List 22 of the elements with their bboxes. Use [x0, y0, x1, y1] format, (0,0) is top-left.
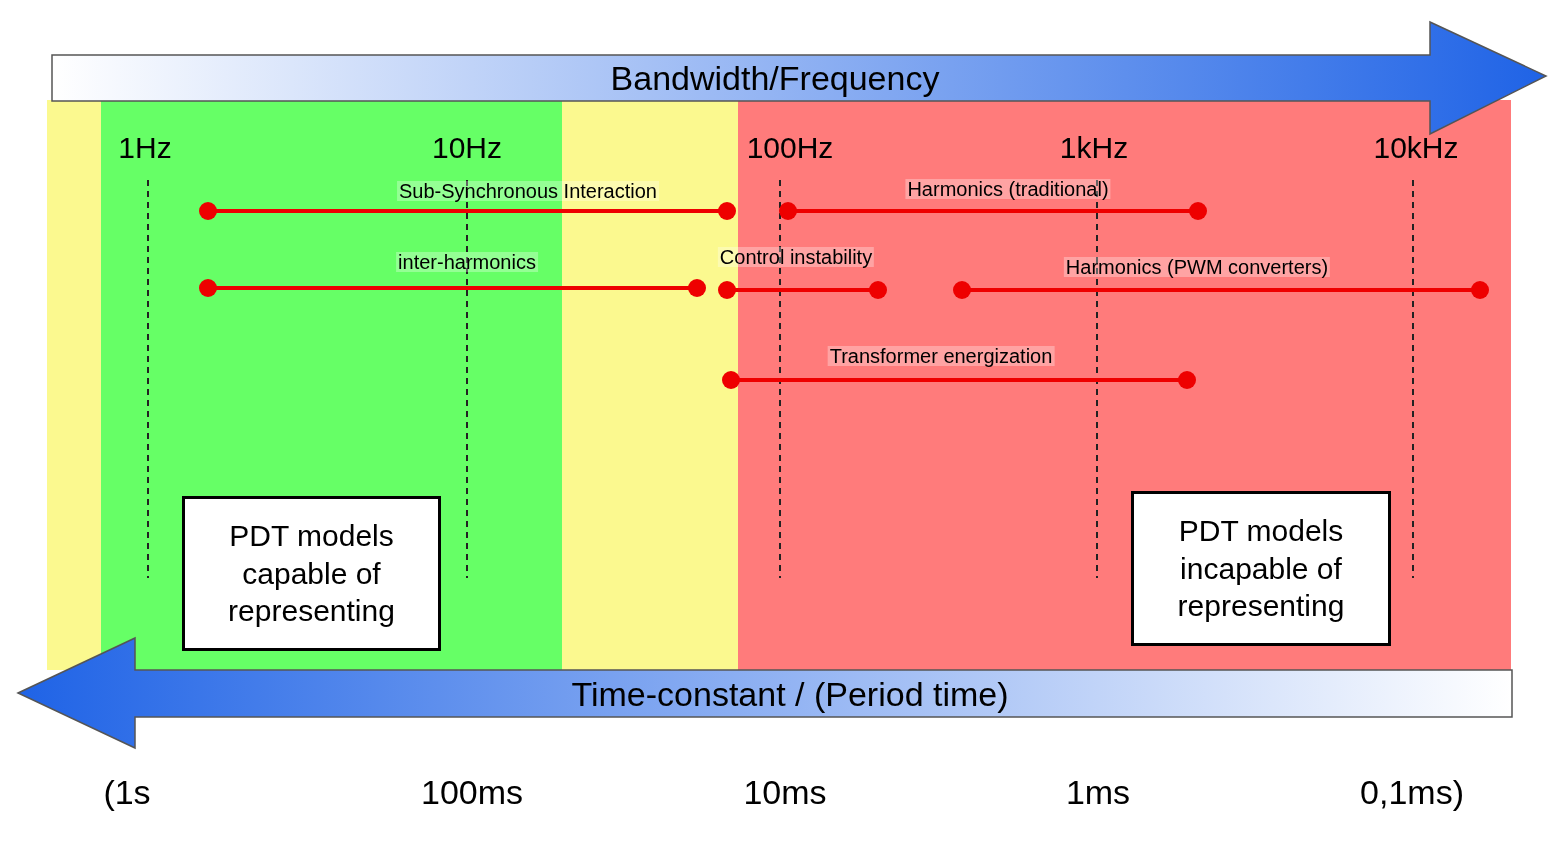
axis-title: Bandwidth/Frequency — [610, 61, 940, 95]
text-box — [1131, 491, 1391, 646]
range-label: Transformer energization — [827, 346, 1055, 366]
range-label: Sub-Synchronous Interaction — [397, 181, 659, 201]
text-box — [182, 496, 441, 651]
range-label: Harmonics (PWM converters) — [1063, 257, 1331, 277]
time-label: 0,1ms) — [1360, 775, 1464, 809]
range-label: inter-harmonics — [396, 252, 538, 272]
frequency-label: 1kHz — [1059, 133, 1129, 163]
frequency-label: 1Hz — [118, 133, 172, 163]
time-label: 100ms — [420, 775, 524, 809]
frequency-label: 10kHz — [1373, 133, 1459, 163]
time-label: 10ms — [743, 775, 827, 809]
frequency-label: 10Hz — [432, 133, 502, 163]
frequency-label: 100Hz — [746, 133, 834, 163]
time-label: (1s — [103, 775, 151, 809]
range-label: Control instability — [717, 247, 875, 267]
range-label: Harmonics (traditional) — [905, 179, 1111, 199]
time-label: 1ms — [1065, 775, 1131, 809]
box-text: PDT models capable of representing — [227, 518, 396, 630]
axis-title: Time-constant / (Period time) — [571, 677, 1009, 711]
box-text: PDT models incapable of representing — [1176, 513, 1346, 625]
